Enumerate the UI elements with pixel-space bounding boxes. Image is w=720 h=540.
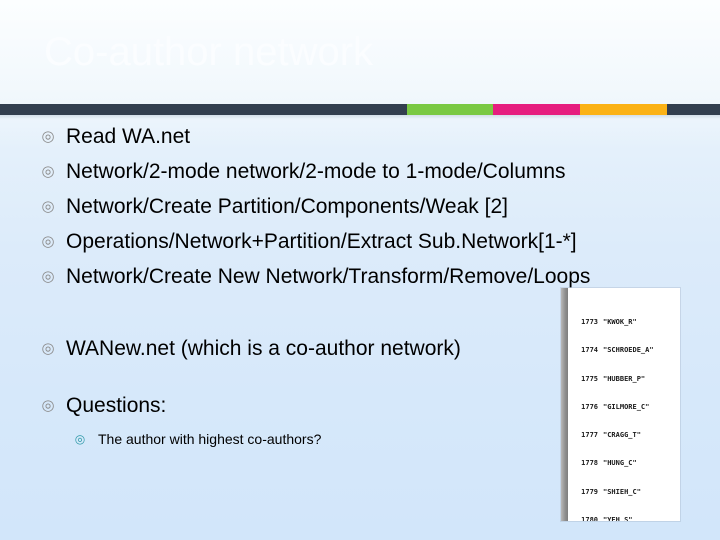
net-file-text: 1773 "KWOK_R" 1774 "SCHROEDE_A" 1775 "HUBBE… bbox=[568, 290, 680, 521]
vertex-row: 1778 "HUNG_C" bbox=[568, 459, 680, 468]
bullet-point-icon: ◎ bbox=[41, 268, 55, 285]
vertex-name: "GILMORE_C" bbox=[603, 402, 650, 411]
list-item-label: Network/Create Partition/Components/Weak… bbox=[66, 195, 508, 218]
vertex-row: 1773 "KWOK_R" bbox=[568, 318, 680, 327]
title-zone: Co-author network bbox=[0, 0, 720, 104]
rule-segment-dark-right bbox=[667, 104, 720, 115]
vertex-id: 1780 bbox=[581, 515, 598, 521]
vertex-name: "HUNG_C" bbox=[603, 459, 637, 468]
vertex-id: 1779 bbox=[581, 487, 598, 496]
rule-segment-orange bbox=[580, 104, 667, 115]
slide-body: ◎ Read WA.net ◎ Network/2-mode network/2… bbox=[0, 118, 720, 540]
list-item-label: Network/2-mode network/2-mode to 1-mode/… bbox=[66, 160, 566, 183]
bullet-point-icon: ◎ bbox=[41, 198, 55, 215]
bullet-point-icon: ◎ bbox=[41, 128, 55, 145]
vertex-id: 1775 bbox=[581, 374, 598, 383]
vertex-row: 1777 "CRAGG_T" bbox=[568, 431, 680, 440]
rule-segment-pink bbox=[493, 104, 580, 115]
bullet-group-questions: ◎ Questions: bbox=[36, 388, 166, 423]
vertex-id: 1773 bbox=[581, 318, 598, 327]
vertex-id: 1776 bbox=[581, 402, 598, 411]
vertex-id: 1777 bbox=[581, 431, 598, 440]
list-item: ◎ Questions: bbox=[36, 388, 166, 423]
vertex-row: 1775 "HUBBER_P" bbox=[568, 375, 680, 384]
bullet-group-question-items: ◎ The author with highest co-authors? bbox=[70, 426, 322, 452]
vertex-row: 1774 "SCHROEDE_A" bbox=[568, 346, 680, 355]
decorative-rule-bar bbox=[0, 104, 720, 115]
vertex-name: "KWOK_R" bbox=[603, 318, 637, 327]
bullet-group-steps: ◎ Read WA.net ◎ Network/2-mode network/2… bbox=[36, 119, 590, 294]
vertex-id: 1774 bbox=[581, 346, 598, 355]
page-title: Co-author network bbox=[44, 30, 374, 74]
vertex-name: "CRAGG_T" bbox=[603, 431, 641, 440]
list-item: ◎ Network/Create New Network/Transform/R… bbox=[36, 259, 590, 294]
vertex-row: 1776 "GILMORE_C" bbox=[568, 403, 680, 412]
bullet-point-icon: ◎ bbox=[41, 340, 55, 357]
list-item: ◎ Operations/Network+Partition/Extract S… bbox=[36, 224, 590, 259]
vertex-name: "SCHROEDE_A" bbox=[603, 346, 654, 355]
list-item-label: Questions: bbox=[66, 394, 167, 417]
list-item: ◎ The author with highest co-authors? bbox=[70, 426, 322, 452]
bullet-point-icon: ◎ bbox=[41, 233, 55, 250]
bullet-group-result-file: ◎ WANew.net (which is a co-author networ… bbox=[36, 331, 461, 366]
rule-segment-dark-left bbox=[0, 104, 407, 115]
vertex-row: 1780 "YEH_S" bbox=[568, 516, 680, 521]
bullet-point-icon: ◎ bbox=[41, 397, 55, 414]
list-item-label: Operations/Network+Partition/Extract Sub… bbox=[66, 230, 577, 253]
vertex-id: 1778 bbox=[581, 459, 598, 468]
rule-bar-shadow bbox=[0, 115, 720, 119]
vertex-name: "SHIEH_C" bbox=[603, 487, 641, 496]
vertex-name: "YEH_S" bbox=[603, 515, 633, 521]
pajek-net-file-screenshot: 1773 "KWOK_R" 1774 "SCHROEDE_A" 1775 "HUBBE… bbox=[561, 288, 680, 521]
list-item-label: Network/Create New Network/Transform/Rem… bbox=[66, 265, 591, 288]
list-item: ◎ Network/2-mode network/2-mode to 1-mod… bbox=[36, 154, 590, 189]
bullet-point-icon: ◎ bbox=[41, 163, 55, 180]
sub-bullet-point-icon: ◎ bbox=[74, 432, 86, 446]
list-item-label: The author with highest co-authors? bbox=[98, 431, 322, 447]
vertex-row: 1779 "SHIEH_C" bbox=[568, 488, 680, 497]
list-item: ◎ Read WA.net bbox=[36, 119, 590, 154]
list-item: ◎ Network/Create Partition/Components/We… bbox=[36, 189, 590, 224]
list-item-label: Read WA.net bbox=[66, 125, 191, 148]
list-item: ◎ WANew.net (which is a co-author networ… bbox=[36, 331, 461, 366]
editor-gutter-bar bbox=[561, 288, 568, 521]
rule-segment-green bbox=[407, 104, 493, 115]
list-item-label: WANew.net (which is a co-author network) bbox=[66, 337, 461, 360]
vertex-name: "HUBBER_P" bbox=[603, 374, 646, 383]
